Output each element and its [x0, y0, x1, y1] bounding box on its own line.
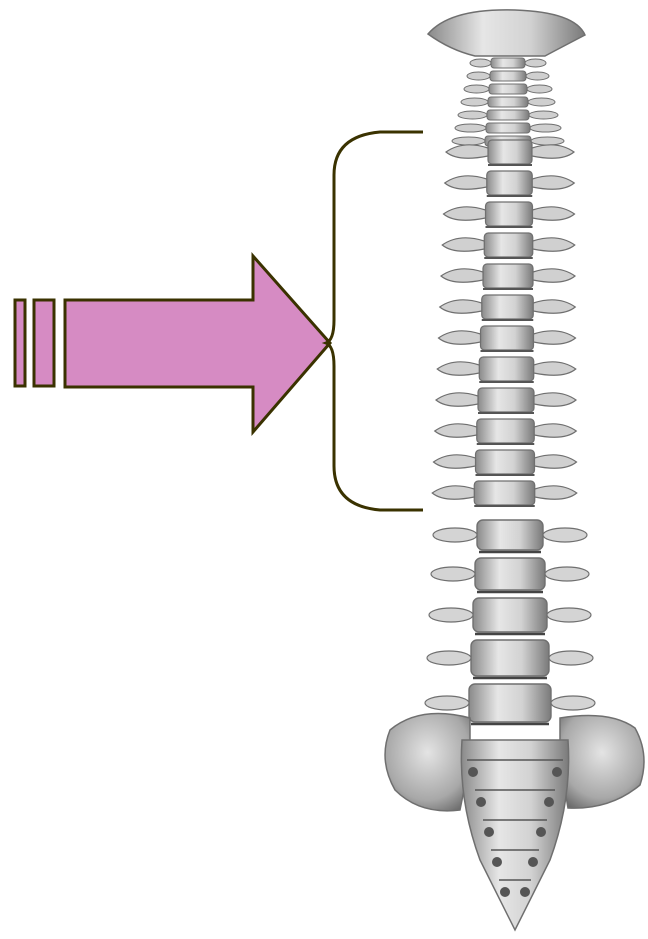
- rib-facet: [446, 145, 488, 158]
- sacrum: [461, 740, 568, 930]
- transverse-process: [429, 608, 473, 622]
- thoracic-vertebra: [474, 481, 535, 505]
- thoracic-vertebra: [477, 419, 535, 443]
- transverse-process: [467, 72, 490, 80]
- iliac-wing-right: [560, 716, 644, 809]
- transverse-process: [543, 528, 587, 542]
- sacral-foramen: [552, 767, 562, 777]
- cervical-vertebra: [489, 84, 527, 94]
- transverse-process: [551, 696, 595, 710]
- cervical-vertebra: [486, 123, 530, 133]
- sacral-foramen: [520, 887, 530, 897]
- rib-facet: [439, 331, 481, 344]
- transverse-process: [464, 85, 489, 93]
- thoracic-vertebra: [479, 357, 534, 381]
- rib-facet: [535, 455, 577, 468]
- thoracic-vertebra: [484, 233, 533, 257]
- rib-facet: [444, 207, 486, 220]
- thoracic-vertebra: [486, 202, 533, 226]
- transverse-process: [427, 651, 471, 665]
- arrow-tail-stripe: [15, 300, 25, 386]
- sacral-foramen: [468, 767, 478, 777]
- thoracic-vertebra: [482, 295, 534, 319]
- thoracic-vertebra: [476, 450, 535, 474]
- transverse-process: [452, 137, 485, 145]
- arrow-body: [65, 256, 330, 432]
- rib-facet: [532, 176, 574, 189]
- cervical-vertebra: [491, 58, 525, 68]
- transverse-process: [425, 696, 469, 710]
- rib-facet: [533, 207, 575, 220]
- thoracic-vertebra: [487, 171, 533, 195]
- transverse-process: [531, 137, 564, 145]
- iliac-wing-left: [385, 714, 470, 811]
- bracket-shape: [326, 132, 423, 510]
- lumbar-vertebra: [477, 520, 543, 550]
- thoracic-vertebra: [481, 326, 534, 350]
- thoracic-vertebra: [488, 140, 532, 164]
- transverse-process: [529, 111, 558, 119]
- transverse-process: [461, 98, 488, 106]
- rib-facet: [534, 424, 576, 437]
- arrow-tail-stripe: [34, 300, 54, 386]
- arrow-shape: [15, 256, 330, 432]
- rib-facet: [440, 300, 482, 313]
- cervical-vertebra: [488, 97, 528, 107]
- rib-facet: [437, 362, 479, 375]
- rib-facet: [535, 486, 577, 499]
- spine-icon: [385, 10, 644, 930]
- atlas-vertebra: [428, 10, 585, 56]
- lumbar-vertebra: [471, 640, 549, 676]
- rib-facet: [532, 145, 574, 158]
- rib-facet: [533, 238, 575, 251]
- transverse-process: [433, 528, 477, 542]
- thoracic-vertebra: [478, 388, 534, 412]
- rib-facet: [442, 238, 484, 251]
- rib-facet: [445, 176, 487, 189]
- sacral-foramen: [492, 857, 502, 867]
- transverse-process: [525, 59, 546, 67]
- transverse-process: [547, 608, 591, 622]
- sacral-foramen: [484, 827, 494, 837]
- rib-facet: [435, 424, 477, 437]
- rib-facet: [533, 269, 575, 282]
- rib-facet: [534, 362, 576, 375]
- rib-facet: [436, 393, 478, 406]
- transverse-process: [527, 85, 552, 93]
- lumbar-vertebra: [473, 598, 547, 632]
- rib-facet: [534, 331, 576, 344]
- transverse-process: [526, 72, 549, 80]
- lumbar-vertebra: [469, 684, 551, 722]
- rib-facet: [432, 486, 474, 499]
- sacral-foramen: [476, 797, 486, 807]
- transverse-process: [470, 59, 491, 67]
- sacral-foramen: [500, 887, 510, 897]
- cervical-vertebra: [487, 110, 529, 120]
- transverse-process: [528, 98, 555, 106]
- sacral-foramen: [536, 827, 546, 837]
- sacral-foramen: [528, 857, 538, 867]
- transverse-process: [545, 567, 589, 581]
- transverse-process: [455, 124, 486, 132]
- sacral-foramen: [544, 797, 554, 807]
- transverse-process: [549, 651, 593, 665]
- rib-facet: [534, 393, 576, 406]
- cervical-vertebra: [490, 71, 526, 81]
- transverse-process: [431, 567, 475, 581]
- lumbar-vertebra: [475, 558, 545, 590]
- rib-facet: [533, 300, 575, 313]
- rib-facet: [434, 455, 476, 468]
- thoracic-vertebra: [483, 264, 533, 288]
- rib-facet: [441, 269, 483, 282]
- transverse-process: [458, 111, 487, 119]
- transverse-process: [530, 124, 561, 132]
